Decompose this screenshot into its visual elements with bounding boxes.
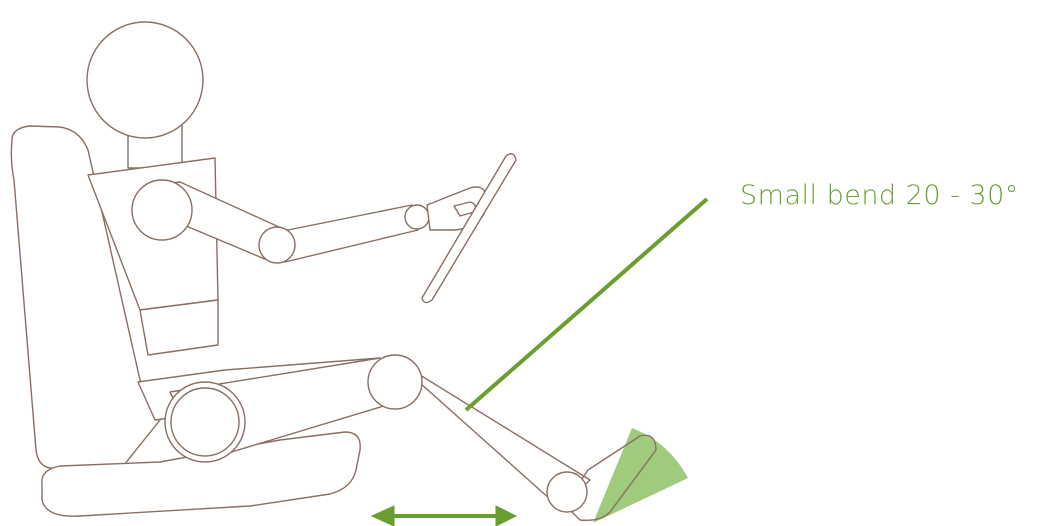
shoulder-joint	[131, 179, 193, 241]
foot	[564, 434, 657, 522]
forearm	[277, 204, 419, 263]
knee-angle-wedge	[593, 428, 688, 523]
head	[86, 21, 204, 139]
ankle-joint	[546, 471, 588, 513]
hip-joint-inner	[170, 387, 240, 457]
knee-joint	[367, 354, 423, 410]
seat-cushion	[41, 431, 361, 517]
wrist-joint	[404, 204, 430, 230]
elbow-joint	[258, 226, 296, 264]
torso-waist	[139, 299, 219, 356]
steering-wheel	[421, 153, 517, 304]
seat-distance-arrow	[370, 505, 518, 526]
hip-joint	[164, 381, 246, 463]
annotation-leader-line	[464, 197, 709, 412]
annotation-label: Small bend 20 - 30°	[740, 180, 1019, 211]
